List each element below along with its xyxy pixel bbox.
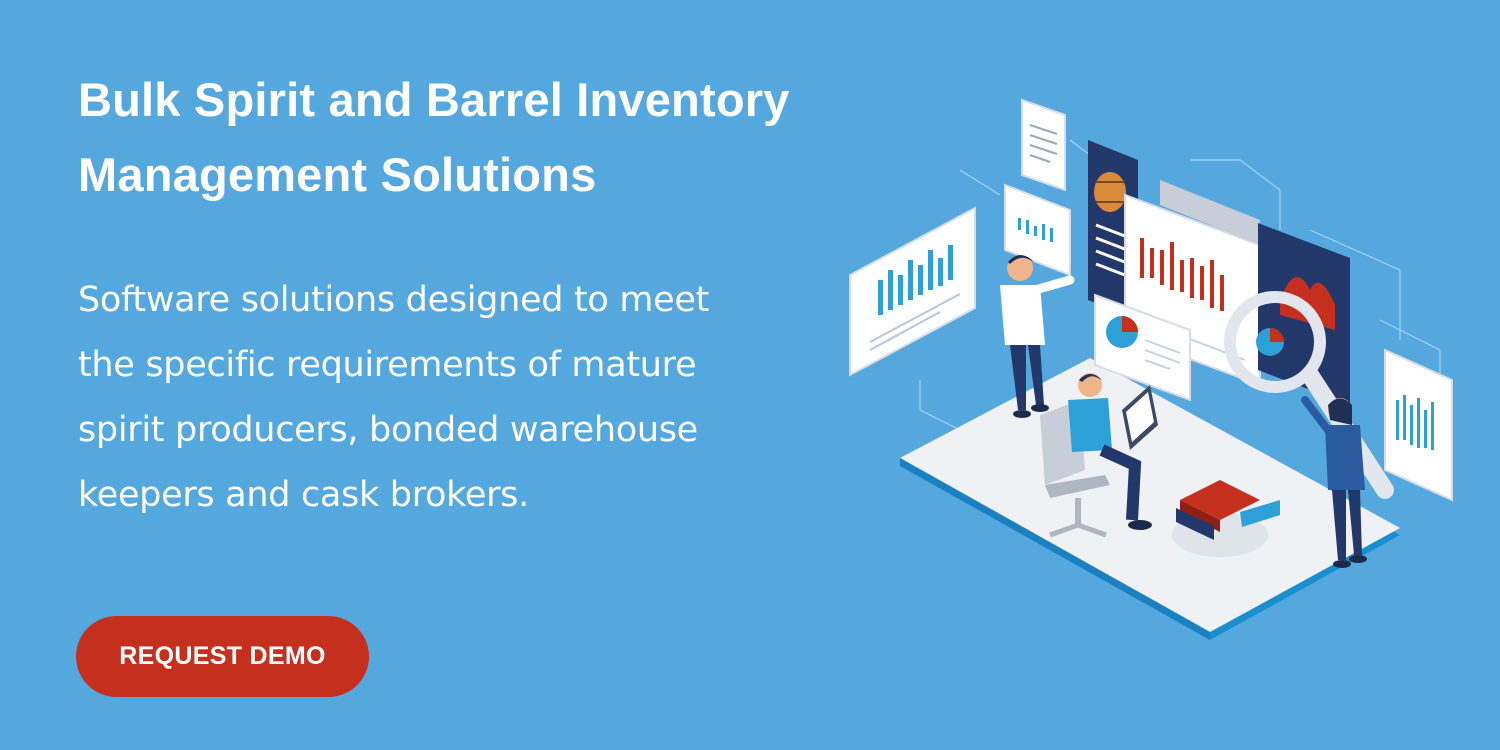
title-line-1: Bulk Spirit and Barrel Inventory [78,73,790,126]
person-standing-right [1301,396,1367,568]
description-line-4: keepers and cask brokers. [78,475,529,515]
pie-panel [1094,293,1191,402]
person-standing-left [1000,255,1075,418]
back-panel [1160,180,1260,245]
chart-panel-right [1384,348,1453,502]
description-line-1: Software solutions designed to meet [78,280,710,320]
hero-description: Software solutions designed to meet the … [78,268,838,528]
pie-chart-3d [1172,480,1280,557]
document-panel [1021,98,1066,192]
small-chart-panel [1004,183,1071,277]
description-line-2: the specific requirements of mature [78,345,697,385]
page-title: Bulk Spirit and Barrel Inventory Managem… [78,62,898,212]
title-line-2: Management Solutions [78,148,597,201]
request-demo-button[interactable]: REQUEST DEMO [76,616,369,697]
barrel-icon [1094,172,1126,212]
analytics-illustration [849,98,1453,640]
chart-panel-left [849,206,976,377]
connector-lines [919,139,1441,431]
platform [900,358,1400,640]
person-seated [1040,373,1158,538]
description-line-3: spirit producers, bonded warehouse [78,410,698,450]
